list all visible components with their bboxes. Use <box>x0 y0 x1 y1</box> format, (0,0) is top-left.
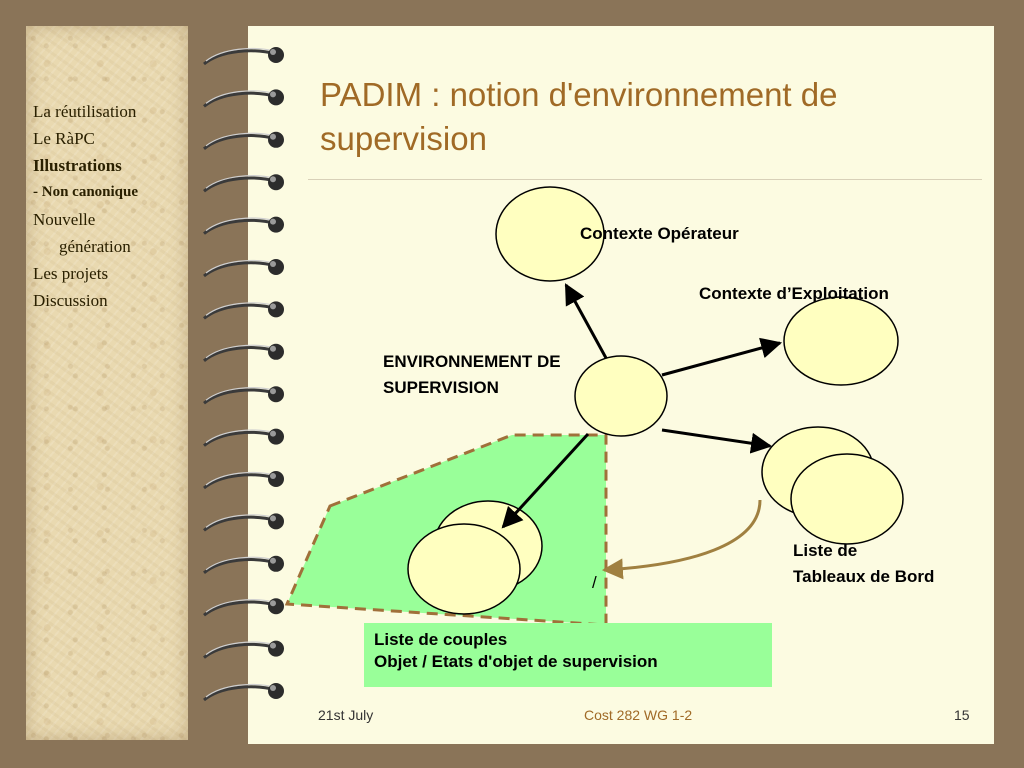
ring-highlight <box>205 471 275 486</box>
title-divider <box>308 179 982 180</box>
sidebar: La réutilisation Le RàPC Illustrations -… <box>26 26 188 740</box>
curved-arrow-tableaux-to-couples <box>601 499 762 580</box>
ring-highlight <box>205 641 275 656</box>
tableau-bord-node-front[interactable] <box>790 453 904 545</box>
context-exploitation-node[interactable] <box>783 296 899 386</box>
footer-page-number: 15 <box>954 707 970 723</box>
ring-shine <box>270 218 276 225</box>
ring-highlight <box>205 599 275 613</box>
ring-shine <box>270 303 276 310</box>
caption-line-1: Liste de couples <box>374 630 508 649</box>
label-environnement-line2: SUPERVISION <box>383 378 499 397</box>
sidebar-item-projets[interactable]: Les projets <box>33 264 109 283</box>
environnement-node[interactable] <box>574 355 668 437</box>
title-line-2: supervision <box>320 120 487 157</box>
context-operateur-node[interactable] <box>495 186 605 282</box>
arrow-to-operateur <box>564 283 608 359</box>
title-line-1: PADIM : notion d'environnement de <box>320 76 838 113</box>
ring-highlight <box>205 47 275 62</box>
label-tableaux-line2: Tableaux de Bord <box>793 567 935 586</box>
ring-shine <box>270 91 276 98</box>
ring-shine <box>270 176 276 183</box>
ring-highlight <box>205 259 275 274</box>
ring-shine <box>270 557 276 564</box>
ring-highlight <box>205 683 275 698</box>
label-contexte-operateur: Contexte Opérateur <box>580 224 739 243</box>
ring-shine <box>270 133 276 140</box>
arrow-to-exploitation <box>661 337 783 377</box>
ring-highlight <box>205 132 275 147</box>
ring-shine <box>270 430 276 437</box>
ring-highlight <box>205 175 275 189</box>
spiral-binding <box>203 47 284 702</box>
ring-highlight <box>205 556 275 571</box>
sidebar-item-non-canonique[interactable]: - Non canonique <box>33 184 139 200</box>
ring-highlight <box>205 217 275 232</box>
ring-highlight <box>205 90 275 104</box>
sidebar-item-reutilisation[interactable]: La réutilisation <box>33 102 137 121</box>
label-environnement-line1: ENVIRONNEMENT DE <box>383 352 561 371</box>
sidebar-item-discussion[interactable]: Discussion <box>33 291 108 310</box>
couple-node-front[interactable] <box>407 523 521 615</box>
ring-highlight <box>205 344 275 359</box>
ring-highlight <box>205 514 275 528</box>
footer-date: 21st July <box>318 707 374 723</box>
sidebar-item-illustrations[interactable]: Illustrations <box>33 156 122 175</box>
label-contexte-exploitation: Contexte d’Exploitation <box>699 284 889 303</box>
ring-shine <box>270 49 276 55</box>
ring-shine <box>270 642 276 649</box>
arrow-to-tableaux <box>661 428 773 454</box>
sidebar-item-nouvelle[interactable]: Nouvelle <box>33 210 96 229</box>
ring-shine <box>270 261 276 267</box>
label-tableaux-line1: Liste de <box>793 541 858 560</box>
ring-highlight <box>205 302 275 316</box>
sidebar-item-generation[interactable]: génération <box>59 237 131 256</box>
ring-highlight <box>205 387 275 401</box>
label-slash: / <box>592 573 597 592</box>
sidebar-item-rapc[interactable]: Le RàPC <box>33 129 95 148</box>
caption-line-2: Objet / Etats d'objet de supervision <box>374 652 658 671</box>
arrow-to-couples <box>501 432 590 529</box>
sidebar-nav: La réutilisation Le RàPC Illustrations -… <box>33 98 185 314</box>
caption-box: Liste de couples Objet / Etats d'objet d… <box>364 623 772 687</box>
ring-shine <box>270 388 276 395</box>
ring-shine <box>270 345 276 352</box>
ring-highlight <box>205 429 275 444</box>
ring-shine <box>270 685 276 691</box>
page-title: PADIM : notion d'environnement de superv… <box>320 73 970 161</box>
ring-shine <box>270 600 276 607</box>
ring-shine <box>270 515 276 522</box>
ring-shine <box>270 473 276 479</box>
footer-event: Cost 282 WG 1-2 <box>584 707 693 723</box>
